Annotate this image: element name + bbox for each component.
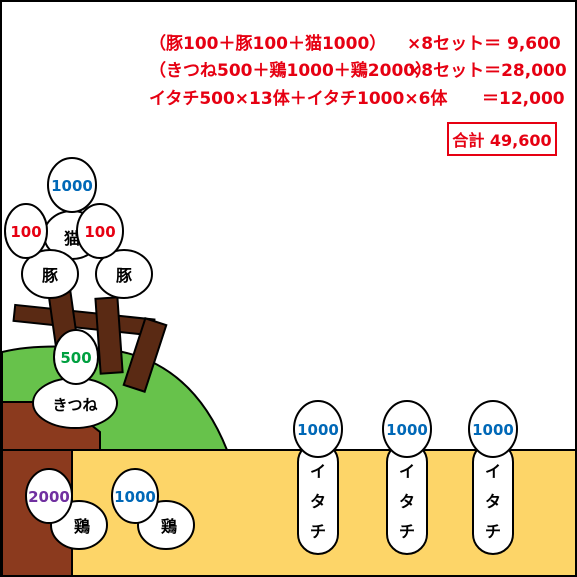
pig-left-label: 豚 xyxy=(42,266,58,285)
hen-right-value: 1000 xyxy=(114,488,156,506)
hen-left-label: 鶏 xyxy=(74,517,90,536)
fox-value: 500 xyxy=(60,349,91,367)
pig-right-value: 100 xyxy=(84,223,115,241)
weasel-3-char-1: イ xyxy=(485,462,501,481)
weasel-1-value: 1000 xyxy=(297,421,339,439)
equation-line-1-right: ×8セット＝ 9,600 xyxy=(407,34,561,54)
equation-line-2-left: （きつね500＋鶏1000＋鶏2000） xyxy=(149,61,433,81)
equation-line-2-right: ×8セット＝28,000 xyxy=(407,61,567,81)
weasel-2-value: 1000 xyxy=(386,421,428,439)
weasel-tile-3[interactable]: イ タ チ 1000 xyxy=(468,400,518,555)
hen-left-value: 2000 xyxy=(28,488,70,506)
hen-tile-left[interactable]: 鶏 2000 xyxy=(25,468,108,550)
fox-tile[interactable]: きつね 500 xyxy=(32,329,118,429)
weasel-3-char-2: タ xyxy=(485,492,501,511)
total-box: 合計 49,600 xyxy=(447,122,557,156)
weasel-3-char-3: チ xyxy=(485,522,501,541)
pig-left-value: 100 xyxy=(10,223,41,241)
pig-tile-right[interactable]: 豚 100 xyxy=(76,203,153,299)
total-text: 合計 49,600 xyxy=(452,131,552,150)
hen-tile-right[interactable]: 鶏 1000 xyxy=(111,468,195,550)
weasel-3-value: 1000 xyxy=(472,421,514,439)
cat-label: 猫 xyxy=(64,229,80,248)
cat-value: 1000 xyxy=(51,177,93,195)
pig-tile-left[interactable]: 豚 100 xyxy=(4,203,79,299)
weasel-tile-2[interactable]: イ タ チ 1000 xyxy=(382,400,432,555)
weasel-2-char-3: チ xyxy=(399,522,415,541)
equation-line-1-left: （豚100＋豚100＋猫1000） xyxy=(149,34,387,54)
weasel-1-char-2: タ xyxy=(310,492,326,511)
weasel-1-char-1: イ xyxy=(310,462,326,481)
equation-line-3-right: ＝12,000 xyxy=(482,89,565,109)
pig-right-label: 豚 xyxy=(116,266,132,285)
weasel-1-char-3: チ xyxy=(310,522,326,541)
weasel-tile-1[interactable]: イ タ チ 1000 xyxy=(293,400,343,555)
equation-line-3-left: イタチ500×13体＋イタチ1000×6体 xyxy=(149,89,448,109)
fox-label: きつね xyxy=(52,396,97,414)
weasel-2-char-1: イ xyxy=(399,462,415,481)
hen-right-label: 鶏 xyxy=(161,517,177,536)
weasel-2-char-2: タ xyxy=(399,492,415,511)
